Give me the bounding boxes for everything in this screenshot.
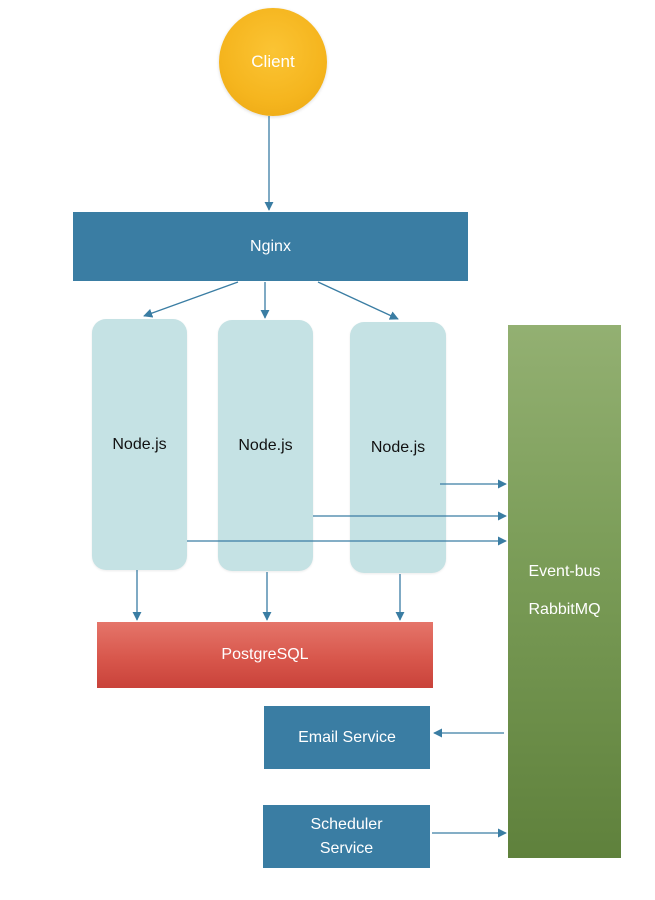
email-service-label: Email Service — [298, 728, 396, 746]
eventbus-label: Event-bus — [528, 563, 601, 580]
nodejs-label-1: Node.js — [112, 435, 167, 453]
nodejs-node-1: Node.js — [92, 319, 187, 570]
nodejs-node-2: Node.js — [218, 320, 313, 571]
nginx-label: Nginx — [250, 237, 291, 255]
nodejs-label-3: Node.js — [370, 438, 426, 456]
arrow-nginx-node3 — [317, 281, 399, 320]
email-service-node: Email Service — [264, 706, 430, 769]
eventbus-node: Event-bus RabbitMQ — [508, 325, 621, 858]
client-label: Client — [251, 52, 295, 71]
postgresql-node: PostgreSQL — [97, 622, 433, 688]
nginx-node: Nginx — [73, 212, 468, 281]
rabbitmq-label: RabbitMQ — [528, 601, 601, 618]
nodejs-node-3: Node.js — [350, 322, 446, 573]
scheduler-service-node: Scheduler Service — [263, 805, 430, 868]
arrow-nginx-node1 — [143, 281, 239, 318]
scheduler-label-line1: Scheduler — [310, 815, 383, 833]
client-node: Client — [219, 8, 327, 116]
nodejs-label-2: Node.js — [238, 436, 293, 454]
postgresql-label: PostgreSQL — [221, 646, 309, 663]
scheduler-label-line2: Service — [319, 839, 374, 857]
